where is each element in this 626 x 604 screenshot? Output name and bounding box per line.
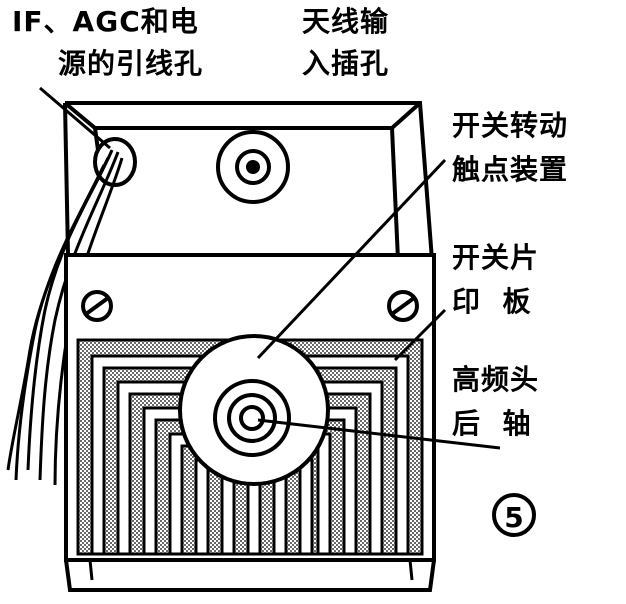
- label-switch-board-line2: 印 板: [452, 285, 532, 318]
- label-tuner-shaft-line2: 后 轴: [452, 407, 532, 440]
- figure-number-circle: [492, 493, 536, 537]
- screw-left: [81, 290, 113, 322]
- lead-wires: [6, 149, 124, 486]
- leader-if-agc: [39, 86, 111, 150]
- screw-right: [387, 290, 419, 322]
- label-switch-contact-line1: 开关转动: [452, 109, 569, 142]
- label-if-agc-line2: 源的引线孔: [58, 47, 204, 80]
- leader-tuner-shaft: [257, 418, 501, 450]
- label-antenna-line2: 入插孔: [302, 47, 390, 80]
- label-switch-board-line1: 开关片: [452, 241, 540, 274]
- antenna-jack: [216, 130, 290, 204]
- figure-number: 5: [504, 501, 523, 534]
- leader-switch-board: [393, 308, 447, 362]
- label-tuner-shaft-line1: 高频头: [452, 363, 540, 396]
- leader-lines: [39, 86, 501, 450]
- tuner-back-box: [63, 101, 434, 261]
- leader-switch-contact: [256, 158, 447, 360]
- label-if-agc-line1: IF、AGC和电: [12, 5, 199, 38]
- tuner-rear-shaft: [213, 379, 291, 457]
- label-antenna-line1: 天线输: [302, 5, 390, 38]
- label-switch-contact-line2: 触点装置: [452, 153, 569, 186]
